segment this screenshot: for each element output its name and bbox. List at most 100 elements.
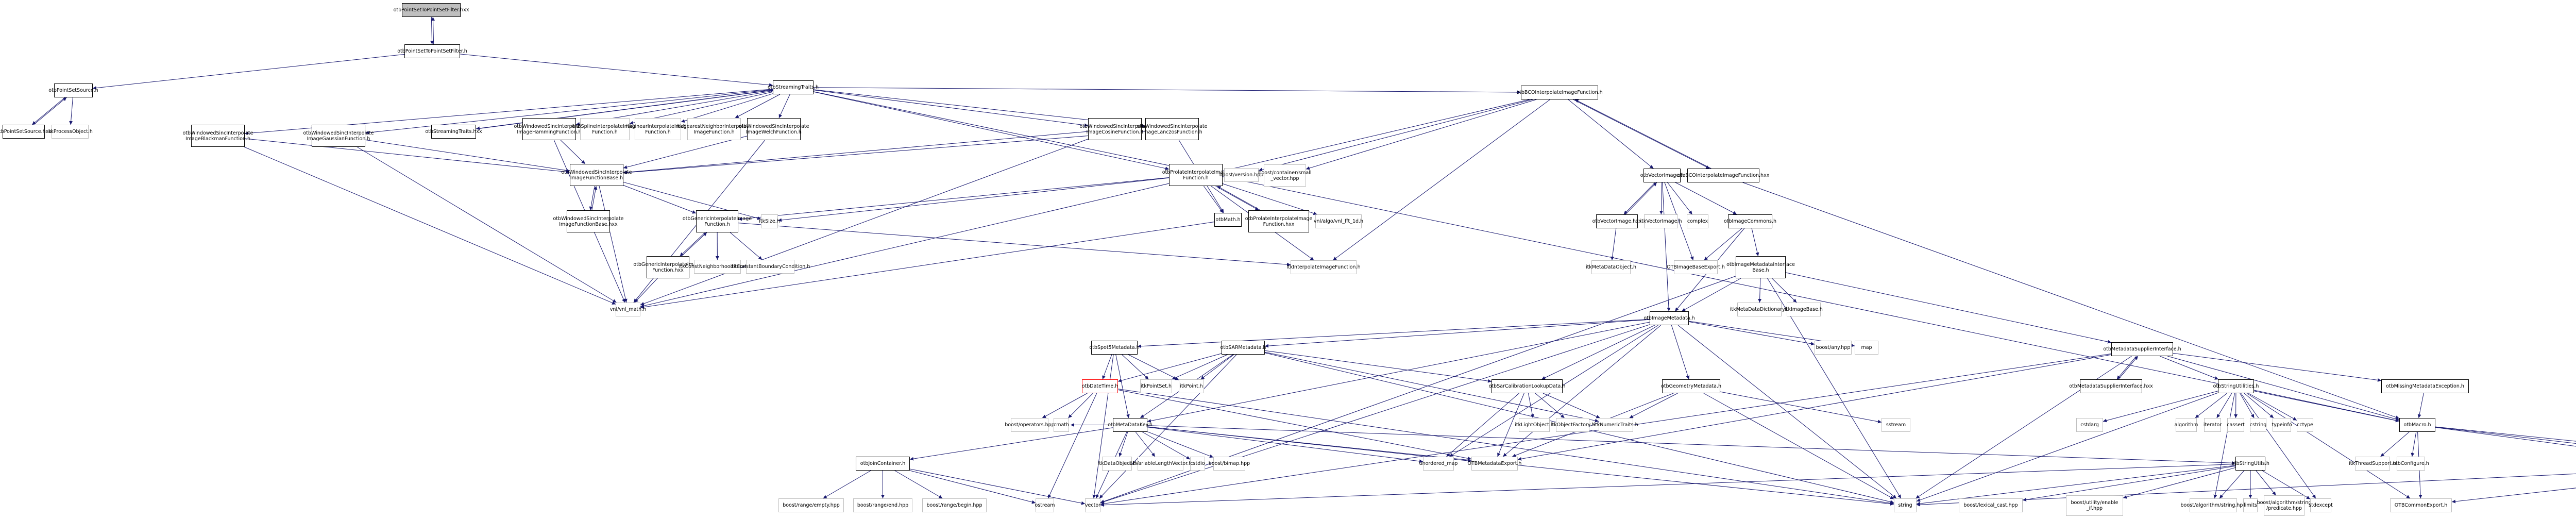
edge-vecimg_hxx-to-itkMetaDataObject — [1611, 228, 1617, 261]
graph-node-generic-hxx[interactable]: otbGenericInterpolateImage Function.hxx — [633, 256, 703, 278]
graph-node-datetime[interactable]: otbDateTime.h — [1082, 379, 1118, 393]
graph-node-strutils[interactable]: otbStringUtils.h — [2231, 457, 2269, 471]
edge-generic_hxx-to-generic_h — [681, 232, 707, 257]
edge-geommeta-to-itkNumericTraits — [1629, 393, 1678, 418]
graph-node-bco-hxx[interactable]: otbBCOInterpolateImageFunction.hxx — [1677, 169, 1769, 182]
graph-node-stdexcept: stdexcept — [2309, 498, 2333, 512]
edge-geommeta-to-sstream — [1720, 391, 1882, 424]
edge-st_h-to-ws_welch — [778, 94, 790, 119]
edge-imi_base-to-msi_h — [1785, 272, 2112, 344]
edge-strutil-to-stdexcept — [2241, 393, 2316, 499]
graph-node-st-hxx[interactable]: otbStreamingTraits.hxx — [425, 125, 482, 139]
graph-node-ws-hamming[interactable]: otbWindowedSincInterpolate ImageHammingF… — [514, 118, 585, 140]
edge-vecimg_h-to-imgcommons — [1675, 182, 1737, 215]
graph-node-pstpsf-h[interactable]: otbPointSetToPointSetFilter.h — [397, 44, 467, 58]
edge-imgmeta-to-sarmeta — [1264, 319, 1650, 348]
graph-node-cstring: cstring — [2250, 418, 2266, 432]
graph-node-ws-lanczos[interactable]: otbWindowedSincInterpolate ImageLanczosF… — [1137, 118, 1208, 140]
edge-mdkey-to-unordered_map — [1147, 427, 1423, 463]
graph-node-msi-hxx[interactable]: otbMetadataSupplierInterface.hxx — [2069, 379, 2153, 393]
graph-node-root[interactable]: otbPointSetToPointSetFilter.hxx — [394, 3, 469, 17]
graph-node-ws-blackman[interactable]: otbWindowedSincInterpolate ImageBlackman… — [183, 125, 253, 147]
edge-mdkey-to-itkDataObject — [1118, 431, 1128, 457]
graph-node-msi-h[interactable]: otbMetadataSupplierInterface.h — [2103, 342, 2181, 356]
graph-node-st-h[interactable]: otbStreamingTraits.h — [768, 80, 819, 94]
edge-ws_base_h-to-generic_h — [623, 185, 697, 214]
graph-node-itkimagebase: itkImageBase.h — [1785, 303, 1823, 316]
graph-node-otbmath[interactable]: otbMath.h — [1214, 213, 1242, 227]
graph-node-itkprocessobject: itkProcessObject.h — [47, 125, 93, 139]
graph-node-cstdio: cstdio — [1190, 457, 1205, 471]
graph-node-imgmeta[interactable]: otbImageMetadata.h — [1643, 311, 1695, 325]
graph-node-map: map — [1855, 341, 1878, 355]
graph-node-prolate-hxx[interactable]: otbProlateInterpolateImage Function.hxx — [1245, 210, 1312, 232]
edge-ws_cosine-to-ws_base_h — [623, 131, 1089, 174]
edge-imgcommons-to-imi_base — [1751, 228, 1759, 257]
graph-node-itknumerictraits: itkNumericTraits.h — [1594, 418, 1638, 432]
graph-node-mdkey[interactable]: otbMetaDataKey.h — [1108, 418, 1153, 432]
graph-node-ws-gaussian[interactable]: otbWindowedSincInterpolate ImageGaussian… — [303, 125, 374, 147]
graph-node-sarmeta[interactable]: otbSARMetadata.h — [1221, 341, 1266, 355]
graph-node-vecimg-hxx[interactable]: otbVectorImage.hxx — [1592, 214, 1641, 228]
edge-pss_h-to-itkProcessObject — [69, 97, 73, 125]
graph-node-geommeta[interactable]: otbGeometryMetadata.h — [1661, 379, 1721, 393]
graph-node-ws-welch[interactable]: otbWindowedSincInterpolate ImageWelchFun… — [739, 118, 809, 140]
edge-st_h-to-ws_gaussian — [365, 89, 773, 135]
graph-node-itkconstbound: itkConstantBoundaryCondition.h — [731, 260, 810, 274]
edge-geommeta-to-metaExport — [1512, 393, 1674, 457]
graph-node-algorithm: algorithm — [2175, 418, 2198, 432]
graph-node-prolate-h[interactable]: otbProlateInterpolateImage Function.h — [1162, 164, 1229, 186]
edge-st_h-to-prolate_h — [813, 91, 1170, 171]
edge-pss_h-to-pss_hxx — [31, 97, 65, 125]
edge-mdkey-to-itkVLV — [1135, 431, 1156, 457]
graph-node-bco-h[interactable]: otbBCOInterpolateImageFunction.h — [1516, 86, 1603, 99]
graph-node-spot5[interactable]: otbSpot5Metadata.h — [1089, 341, 1140, 355]
graph-node-imi-base[interactable]: otbImageMetadataInterface Base.h — [1726, 256, 1795, 278]
edge-msi_h-to-otbMacro — [2167, 356, 2400, 421]
graph-node-itkinterp: itkInterpolateImageFunction.h — [1286, 260, 1361, 274]
graph-node-ostream: ostream — [1035, 498, 1055, 512]
graph-node-ws-base-h[interactable]: otbWindowedSincInterpolate ImageFunction… — [562, 164, 632, 186]
graph-node-ws-cosine[interactable]: otbWindowedSincInterpolate ImageCosineFu… — [1080, 118, 1150, 140]
graph-node-joincont[interactable]: otbJoinContainer.h — [856, 457, 910, 471]
edge-root-to-pstpsf_h — [430, 16, 434, 45]
edge-strutil-to-cctype — [2248, 393, 2297, 421]
graph-node-boost-lexcast: boost/lexical_cast.hpp — [1959, 498, 2023, 512]
graph-node-pss-h[interactable]: otbPointSetSource.h — [48, 83, 98, 97]
edge-strutil-to-boost_algstr — [2213, 393, 2235, 499]
edge-vecimg_h-to-vecimg_hxx — [1623, 182, 1656, 215]
graph-node-metaexport: OTBMetadataExport.h — [1468, 457, 1521, 471]
graph-node-ws-base-hxx[interactable]: otbWindowedSincInterpolate ImageFunction… — [553, 210, 624, 232]
graph-node-itkpoint: itkPoint.h — [1179, 379, 1204, 393]
graph-node-itkvlv: itkVariableLengthVector.h — [1129, 457, 1192, 471]
graph-node-typeinfo: typeinfo — [2272, 418, 2292, 432]
graph-node-missingmeta[interactable]: otbMissingMetadataException.h — [2381, 379, 2469, 393]
edge-vecimg_hxx-to-vecimg_h — [1625, 182, 1657, 215]
edge-ws_base_h-to-vnl_math — [599, 186, 628, 303]
graph-node-otbmacro[interactable]: otbMacro.h — [2399, 418, 2435, 432]
graph-node-cstdarg: cstdarg — [2076, 418, 2103, 432]
graph-node-boost-bimap: boost/bimap.hpp — [1209, 457, 1250, 471]
edge-strutil-to-otbMacro — [2253, 390, 2400, 423]
graph-node-imgcommons[interactable]: otbImageCommons.h — [1724, 214, 1776, 228]
graph-node-pss-hxx[interactable]: otbPointSetSource.hxx — [0, 125, 52, 139]
graph-node-commonexport: OTBCommonExport.h — [2390, 498, 2452, 512]
graph-node-sarcal[interactable]: otbSarCalibrationLookupData.h — [1489, 379, 1565, 393]
edge-bco_h-to-boost_smallvec — [1306, 99, 1537, 170]
edge-msi_hxx-to-msi_h — [2118, 356, 2139, 380]
edge-strutils-to-boost_lexcast — [2022, 465, 2236, 501]
graph-node-vecimg-h[interactable]: otbVectorImage.h — [1640, 169, 1684, 182]
edge-mdkey-to-joincont — [909, 427, 1113, 461]
graph-node-strutil[interactable]: otbStringUtilities.h — [2213, 379, 2259, 393]
edge-st_h-to-itkNearest — [735, 94, 781, 119]
graph-node-boost-rbegin: boost/range/begin.hpp — [922, 498, 987, 512]
graph-node-boost-pred: boost/algorithm/string /predicate.hpp — [2257, 495, 2311, 516]
edge-vecimg_h-to-imgmeta — [1662, 182, 1671, 312]
edge-generic_h-to-itkInterp — [738, 223, 1291, 266]
edge-joincont-to-boost_rbegin — [894, 470, 943, 499]
edge-otbMacro-to-otbConfigure — [2411, 431, 2417, 457]
graph-node-itkvecimg: itkVectorImage.h — [1640, 214, 1682, 228]
edge-imi_base-to-string — [1767, 278, 1902, 499]
graph-node-generic-h[interactable]: otbGenericInterpolateImage Function.h — [683, 210, 752, 232]
edge-st_hxx-to-st_h — [477, 89, 775, 129]
